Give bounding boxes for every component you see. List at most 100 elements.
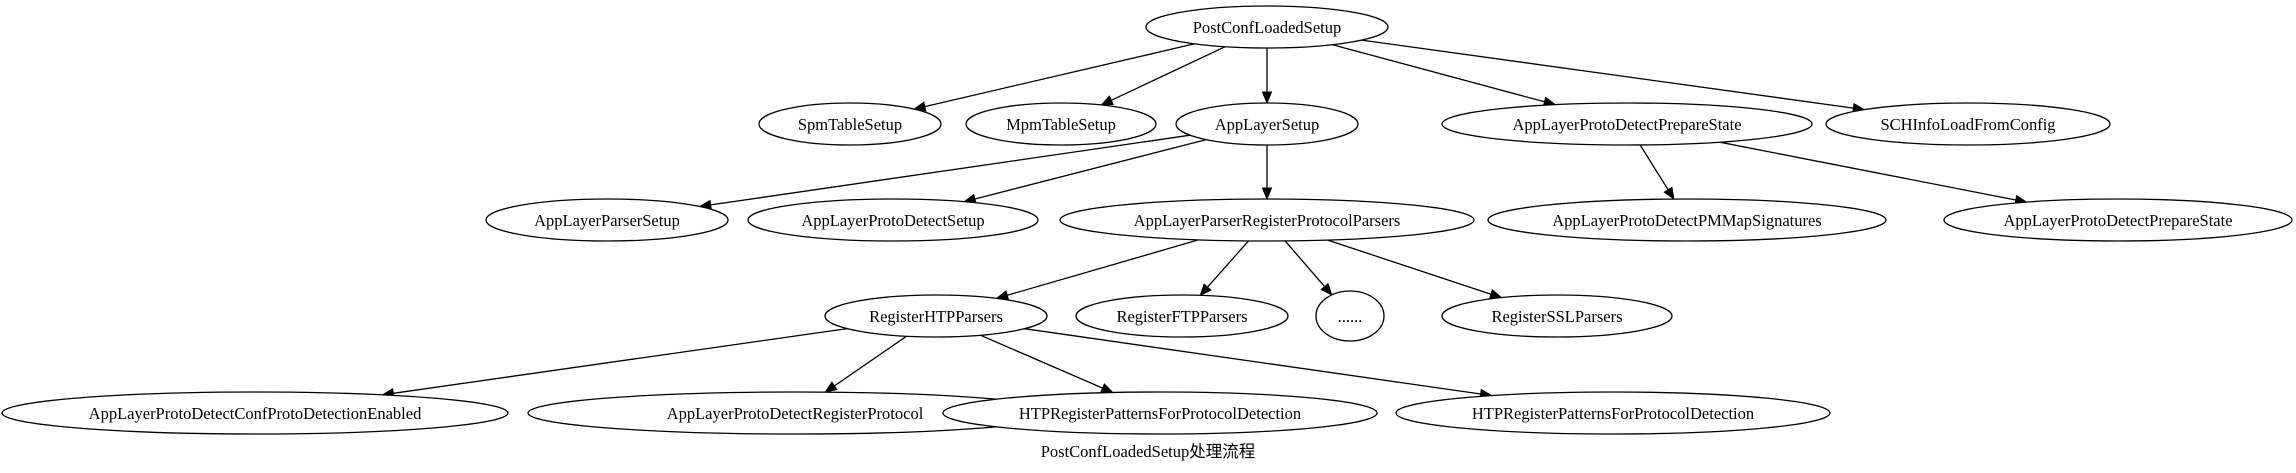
node-label: AppLayerProtoDetectPrepareState [2003,211,2232,230]
node-app-layer-proto-detect-pmmap-signatures: AppLayerProtoDetectPMMapSignatures [1487,198,1887,242]
node-app-layer-proto-detect-prepare-state: AppLayerProtoDetectPrepareState [1943,198,2293,242]
edge-n3-to-n7 [963,138,1207,204]
node-ellipse [747,198,1039,242]
edge-line [1007,239,1199,296]
edge-n0-to-n4 [1332,44,1557,107]
arrowhead-icon [1320,282,1333,296]
node-ellipse [1441,102,1813,146]
node-label: MpmTableSetup [1006,115,1116,134]
node-label: SpmTableSetup [798,115,902,134]
edge-line [1639,144,1669,191]
edge-line [1719,141,2016,201]
node-ellipse [965,102,1157,146]
edge-n11-to-n16 [824,335,907,393]
node-label: ...... [1338,307,1363,326]
node-register-sslparsers: RegisterSSLParsers [1441,294,1673,338]
node-ellipse [1825,102,2111,146]
edge-n4-to-n10 [1719,141,2028,206]
edge-n11-to-n17 [980,334,1114,394]
node-label: RegisterHTPParsers [869,307,1003,326]
node-htpregister-patterns-for-protocol-detection: HTPRegisterPatternsForProtocolDetection [1395,391,1831,435]
edge-line [980,334,1103,389]
edge-n3-to-n6 [698,134,1191,211]
edge-n11-to-n15 [381,327,848,399]
edge-n0-to-n5 [1361,39,1866,114]
node-ellipse [824,294,1048,338]
node-label: RegisterFTPParsers [1116,307,1247,326]
node-app-layer-parser-register-protocol-parsers: AppLayerParserRegisterProtocolParsers [1059,198,1475,242]
arrowhead-icon [824,381,838,393]
node-label: AppLayerProtoDetectSetup [801,211,984,230]
node-post-conf-loaded-setup: PostConfLoadedSetup [1145,5,1389,49]
node-app-layer-parser-setup: AppLayerParserSetup [485,198,729,242]
node-app-layer-proto-detect-conf-proto-detection-enabled: AppLayerProtoDetectConfProtoDetectionEna… [1,391,509,435]
edge-line [834,335,907,387]
arrowhead-icon [1261,91,1273,105]
edge-n8-to-n13 [1284,240,1333,296]
edge-line [1361,39,1854,109]
node-ellipse [1145,5,1389,49]
node-ellipse [1,391,509,435]
node-label: AppLayerParserSetup [534,211,680,230]
node-ellipse [1943,198,2293,242]
arrowhead-icon [1663,186,1675,201]
edge-n3-to-n8 [1261,145,1273,201]
edge-line [1284,240,1326,288]
node-mpm-table-setup: MpmTableSetup [965,102,1157,146]
node-ellipse [1175,102,1359,146]
node-ellipsis: ...... [1315,290,1385,342]
edge-n0-to-n1 [912,43,1195,112]
node-app-layer-proto-detect-prepare-state: AppLayerProtoDetectPrepareState [1441,102,1813,146]
node-label: AppLayerProtoDetectConfProtoDetectionEna… [89,404,422,423]
node-label: HTPRegisterPatternsForProtocolDetection [1019,404,1301,423]
node-label: RegisterSSLParsers [1491,307,1622,326]
arrowhead-icon [1100,383,1114,394]
edge-line [1111,46,1226,101]
edge-n11-to-n18 [1024,328,1493,400]
arrowhead-icon [1261,187,1273,201]
arrowhead-icon [1199,283,1212,297]
edge-line [1327,239,1492,295]
node-register-htpparsers: RegisterHTPParsers [824,294,1048,338]
node-ellipse [1075,294,1289,338]
node-spm-table-setup: SpmTableSetup [758,102,942,146]
edge-line [393,327,848,394]
node-label: AppLayerProtoDetectPrepareState [1512,115,1741,134]
node-register-ftpparsers: RegisterFTPParsers [1075,294,1289,338]
node-ellipse [1315,290,1385,342]
node-label: AppLayerParserRegisterProtocolParsers [1134,211,1401,230]
node-label: AppLayerProtoDetectPMMapSignatures [1552,211,1821,230]
edge-n8-to-n11 [995,239,1199,301]
node-ellipse [1487,198,1887,242]
node-label: PostConfLoadedSetup [1193,18,1342,37]
node-htpregister-patterns-for-protocol-detection: HTPRegisterPatternsForProtocolDetection [942,391,1378,435]
node-label: SCHInfoLoadFromConfig [1880,115,2055,134]
edge-line [1332,44,1545,103]
diagram-caption: PostConfLoadedSetup处理流程 [1041,442,1256,461]
node-ellipse [1059,198,1475,242]
edge-line [710,134,1191,206]
edge-n0-to-n2 [1100,46,1226,106]
node-schinfo-load-from-config: SCHInfoLoadFromConfig [1825,102,2111,146]
arrowhead-icon [1100,95,1114,106]
edge-line [1024,328,1481,395]
edge-n8-to-n14 [1327,239,1503,299]
node-label: HTPRegisterPatternsForProtocolDetection [1472,404,1754,423]
edge-n0-to-n3 [1261,48,1273,105]
edge-n4-to-n9 [1639,144,1675,201]
edge-line [1207,240,1249,288]
node-app-layer-setup: AppLayerSetup [1175,102,1359,146]
node-ellipse [1441,294,1673,338]
node-ellipse [1395,391,1831,435]
node-ellipse [758,102,942,146]
edge-line [974,138,1207,200]
node-app-layer-proto-detect-setup: AppLayerProtoDetectSetup [747,198,1039,242]
node-app-layer-proto-detect-register-protocol: AppLayerProtoDetectRegisterProtocol [527,391,1063,435]
node-label: AppLayerSetup [1215,115,1319,134]
node-label: AppLayerProtoDetectRegisterProtocol [667,404,924,423]
node-ellipse [485,198,729,242]
edge-line [924,43,1195,108]
node-ellipse [942,391,1378,435]
